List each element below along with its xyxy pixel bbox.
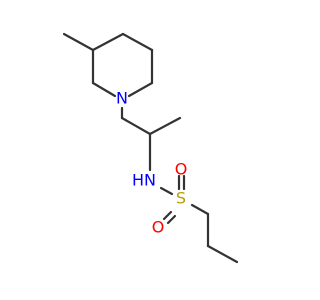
bond-ring-5 xyxy=(91,81,117,98)
sulfur-label: S xyxy=(176,189,186,208)
atom-labels: N N H S O O xyxy=(116,89,187,237)
bond-s-c1 xyxy=(190,203,210,216)
amide-hydrogen-label: H xyxy=(132,171,144,190)
bond-ring-2 xyxy=(121,32,154,52)
upper-oxygen-label: O xyxy=(175,160,188,179)
bonds xyxy=(62,32,239,264)
bond-ring-1 xyxy=(91,32,125,52)
bond-methyl xyxy=(62,32,95,52)
amide-nitrogen-label: N xyxy=(144,171,156,190)
bond-ch2-ch xyxy=(120,116,152,136)
bond-s-o-lower-a xyxy=(162,210,173,221)
lower-oxygen-label: O xyxy=(152,218,165,237)
bond-ring-4 xyxy=(127,81,154,98)
bond-nh-s xyxy=(159,186,174,196)
molecule-canvas: N N H S O O xyxy=(62,32,239,264)
ring-nitrogen-label: N xyxy=(116,89,128,108)
bond-c2-c3 xyxy=(206,244,239,264)
molecule-structure: N N H S O O xyxy=(62,32,239,264)
bond-ch-methyl xyxy=(148,116,182,136)
bond-s-o-lower-b xyxy=(166,214,177,225)
